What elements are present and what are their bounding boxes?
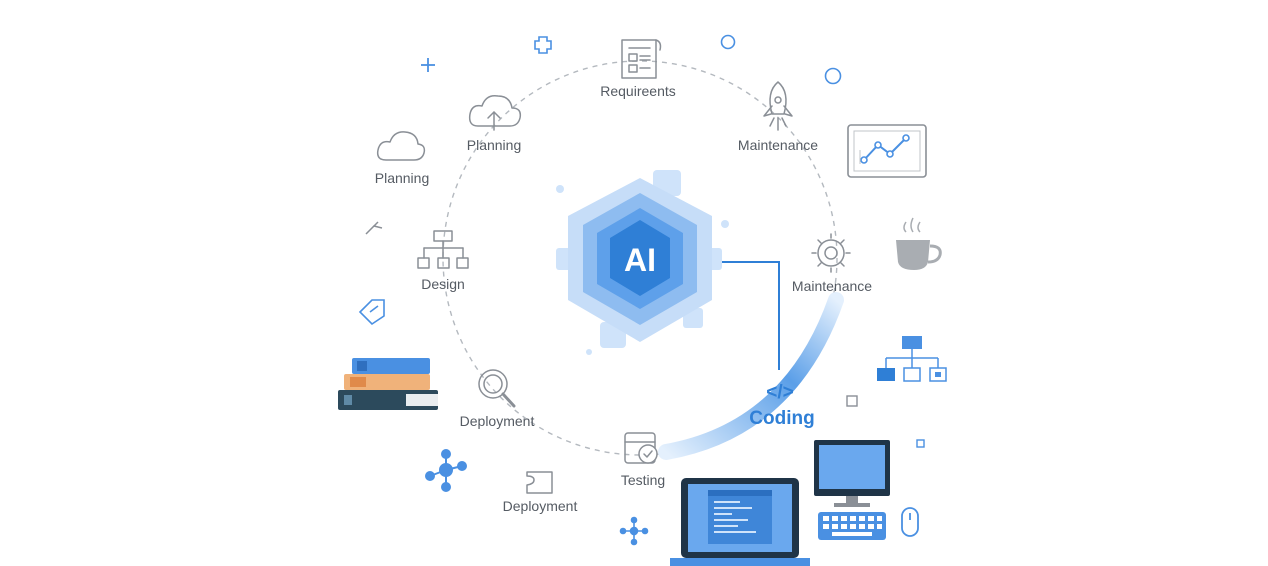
- ring-icon: [824, 67, 842, 85]
- magnifier-icon: [478, 369, 516, 408]
- pin-icon: [365, 221, 383, 235]
- label-deployment-outer: Deployment: [503, 498, 578, 514]
- square-icon: [846, 395, 858, 407]
- ai-label: AI: [624, 242, 656, 278]
- ring-icon: [720, 34, 736, 50]
- books-icon: [338, 358, 438, 410]
- label-deployment-inner: Deployment: [460, 413, 535, 429]
- puzzle-icon: [526, 471, 553, 494]
- label-maintenance-top: Maintenance: [738, 137, 818, 153]
- cloud-upload-icon: [468, 94, 522, 131]
- analytics-monitor-icon: [847, 124, 927, 178]
- diamond-shape-icon: [358, 299, 385, 326]
- coding-symbol: </>: [766, 382, 793, 403]
- label-testing: Testing: [621, 472, 665, 488]
- plus-icon: [421, 58, 435, 72]
- network-nodes-icon: [425, 449, 467, 492]
- network-nodes-small-icon: [619, 516, 649, 546]
- org-chart-icon: [877, 336, 947, 382]
- square-icon: [916, 439, 925, 448]
- ai-core: AI: [556, 170, 729, 355]
- calendar-check-icon: [624, 432, 658, 464]
- mouse-icon: [901, 507, 919, 537]
- gear-icon: [811, 233, 851, 273]
- label-maintenance-right: Maintenance: [792, 278, 872, 294]
- rocket-icon: [763, 81, 793, 131]
- label-planning-inner: Planning: [467, 137, 522, 153]
- desktop-computer-icon: [814, 440, 890, 507]
- label-coding: Coding: [749, 408, 814, 429]
- hierarchy-icon: [417, 230, 469, 269]
- coffee-cup-icon: [896, 217, 942, 270]
- coding-flow-arc: [658, 292, 844, 460]
- keyboard-icon: [818, 512, 886, 540]
- medical-cross-icon: [534, 36, 552, 54]
- label-design: Design: [421, 276, 465, 292]
- document-icon: [621, 39, 662, 79]
- laptop-code-icon: [670, 478, 810, 566]
- label-planning-outer: Planning: [375, 170, 430, 186]
- cycle-ring: [442, 60, 838, 456]
- label-requirements: Requireents: [600, 83, 676, 99]
- cloud-icon: [376, 131, 426, 161]
